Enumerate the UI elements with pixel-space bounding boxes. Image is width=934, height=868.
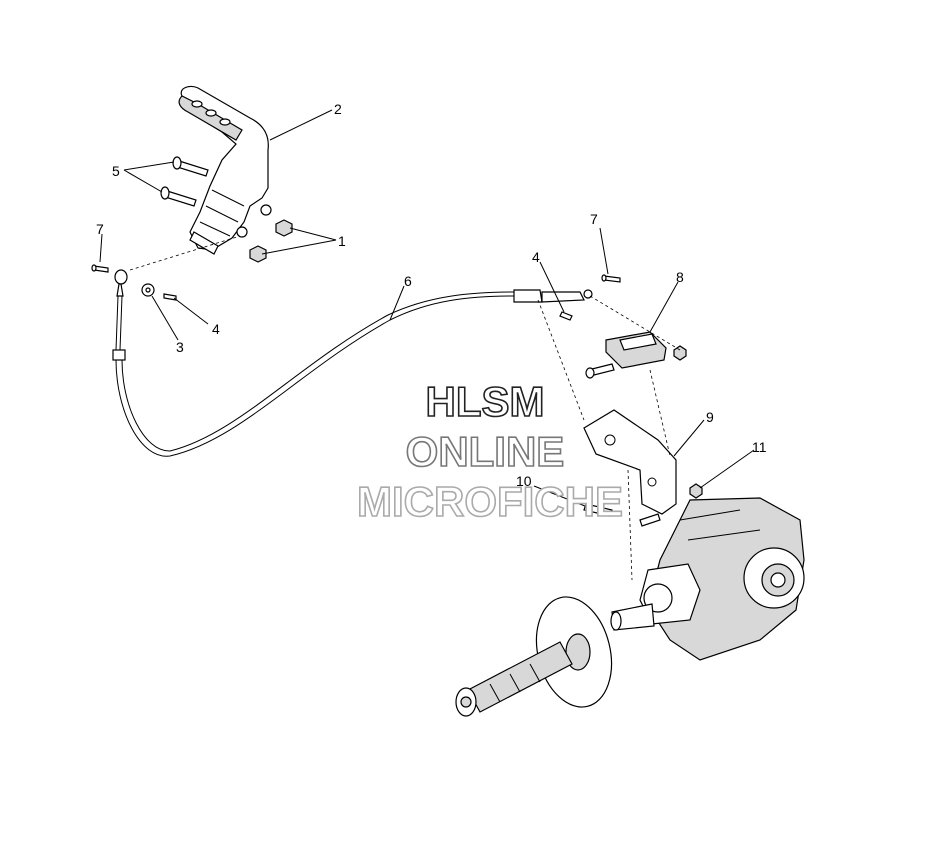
nut-pair [249,219,293,263]
callout-4-right: 4 [532,249,540,265]
watermark-line-2: ONLINE [406,428,565,475]
small-hardware-right [559,274,621,321]
callout-labels: 1 2 3 4 4 5 6 7 7 8 9 10 11 [96,101,767,489]
brake-lever [178,85,272,255]
callout-5: 5 [112,163,120,179]
callout-3: 3 [176,339,184,355]
mounting-bracket [583,409,703,527]
callout-7-right: 7 [590,211,598,227]
leader-lines [99,109,755,509]
callout-2: 2 [334,101,342,117]
brake-cable [112,269,593,457]
gearcase [610,497,805,661]
watermark-line-1: HLSM [426,378,545,425]
callout-4-left: 4 [212,321,220,337]
callout-1: 1 [338,233,346,249]
callout-10: 10 [516,473,532,489]
alignment-lines [129,235,681,581]
watermark: HLSM ONLINE MICROFICHE [356,377,624,526]
callout-6: 6 [404,273,412,289]
watermark-line-3: MICROFICHE [357,478,623,525]
bolt-pair [160,156,209,207]
callout-9: 9 [706,409,714,425]
cable-bracket [585,331,687,379]
callout-11: 11 [752,439,767,455]
callout-7-left: 7 [96,221,104,237]
driveshaft [455,596,613,717]
bolt-10 [583,503,613,517]
small-hardware-left [91,264,177,301]
callout-8: 8 [676,269,684,285]
